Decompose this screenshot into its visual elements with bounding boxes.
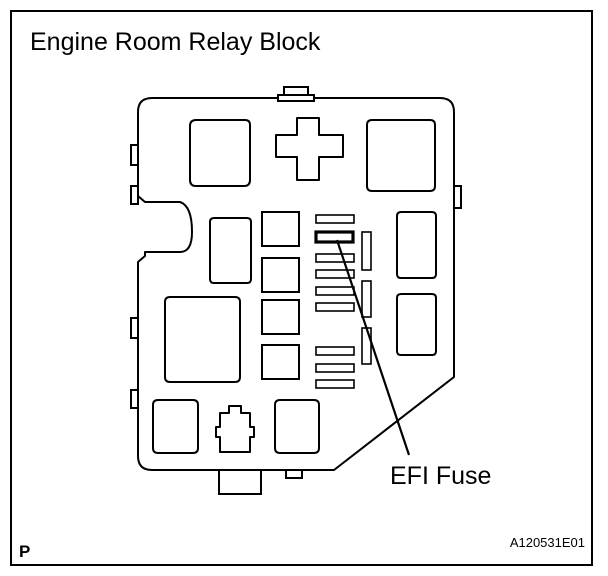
top-connector-tab bbox=[277, 86, 315, 102]
relay-socket-mid-right bbox=[396, 211, 437, 279]
mini-relay-3 bbox=[261, 299, 300, 335]
fuse-5 bbox=[315, 286, 355, 296]
fuse-9 bbox=[315, 379, 355, 389]
relay-socket-bottom-mid bbox=[274, 399, 320, 454]
side-clips bbox=[130, 144, 462, 409]
figure-code: A120531E01 bbox=[510, 535, 585, 550]
fuse-3 bbox=[315, 253, 355, 263]
blade-fuses bbox=[314, 214, 355, 389]
vfuse-3 bbox=[361, 327, 372, 365]
efi-fuse-leader-line bbox=[335, 239, 411, 456]
mini-relay-1 bbox=[261, 211, 300, 247]
connector-socket-bottom bbox=[215, 405, 255, 453]
relay-socket-top-right bbox=[366, 119, 436, 192]
bottom-connector-tab bbox=[218, 469, 303, 495]
fuse-7 bbox=[315, 346, 355, 356]
relay-socket-lower-right bbox=[396, 293, 437, 356]
relay-sockets bbox=[152, 117, 437, 454]
corner-mark: P bbox=[19, 542, 30, 561]
mini-relay-2 bbox=[261, 257, 300, 293]
fuse-6 bbox=[315, 302, 355, 312]
relay-socket-large-left bbox=[164, 296, 241, 383]
fuse-1 bbox=[315, 214, 355, 224]
mini-relay-4 bbox=[261, 344, 300, 380]
figure-title: Engine Room Relay Block bbox=[30, 28, 321, 56]
fuse-8 bbox=[315, 363, 355, 373]
vertical-fuses bbox=[361, 231, 372, 365]
relay-socket-mid-left bbox=[209, 217, 252, 284]
relay-socket-bottom-left bbox=[152, 399, 199, 454]
efi-fuse-label: EFI Fuse bbox=[390, 462, 491, 490]
vfuse-1 bbox=[361, 231, 372, 271]
mini-relays bbox=[261, 211, 300, 380]
relay-socket-cross bbox=[275, 117, 344, 181]
vfuse-2 bbox=[361, 280, 372, 318]
fuse-efi bbox=[314, 230, 355, 244]
relay-socket-top-left bbox=[189, 119, 251, 187]
fuse-4 bbox=[315, 269, 355, 279]
figure-frame bbox=[10, 10, 593, 566]
